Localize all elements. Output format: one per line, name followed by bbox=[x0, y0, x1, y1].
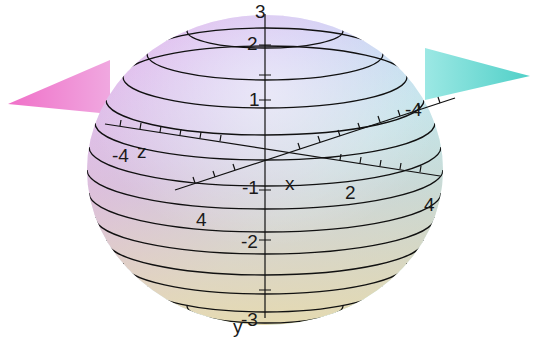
axis-label: 3 bbox=[255, 2, 266, 22]
axis-label: -2 bbox=[241, 232, 258, 252]
axis-label: y bbox=[233, 317, 243, 337]
ellipsoid-highlight bbox=[87, 15, 443, 325]
axis-label: 4 bbox=[424, 195, 435, 215]
axis-label: 4 bbox=[196, 210, 207, 230]
axis-label: 2 bbox=[345, 183, 356, 203]
axis-label: 2 bbox=[247, 34, 258, 54]
axis-label: x bbox=[285, 174, 295, 194]
plane-right bbox=[425, 48, 530, 100]
axis-label: 1 bbox=[249, 90, 260, 110]
plane-left bbox=[8, 60, 110, 114]
axis-label: z bbox=[137, 142, 147, 162]
ellipsoid-shade bbox=[87, 15, 443, 325]
axis-label: -4 bbox=[112, 146, 129, 166]
axes bbox=[105, 14, 455, 318]
axis-label: -3 bbox=[241, 310, 258, 330]
contour-lines bbox=[87, 14, 443, 323]
axis-label: -1 bbox=[242, 178, 259, 198]
axis-label: -4 bbox=[405, 100, 422, 120]
ellipsoid-body bbox=[87, 15, 443, 325]
